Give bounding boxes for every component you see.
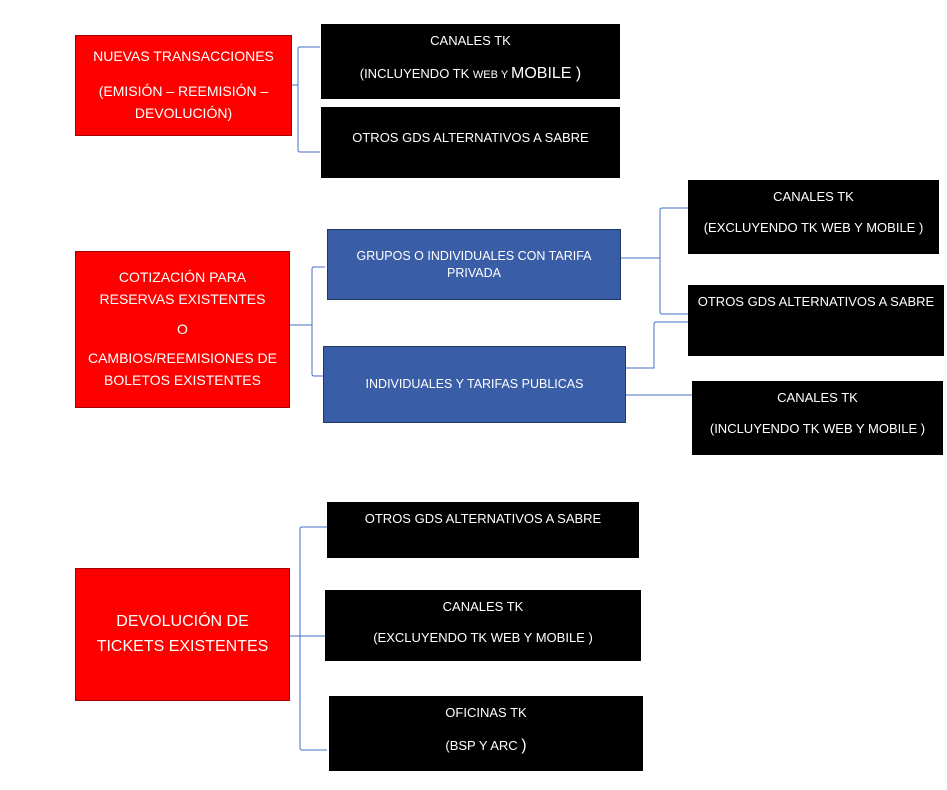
nuevas-line2: (EMISIÓN – REEMISIÓN – [98,83,269,100]
nuevas-line1: NUEVAS TRANSACCIONES [93,48,274,65]
canales-tk-incluyendo-box-2: CANALES TK (INCLUYENDO TK WEB Y MOBILE ) [692,381,943,455]
canales-sub: (INCLUYENDO TK WEB Y MOBILE ) [709,420,926,436]
connector-s3-bracket [299,526,327,751]
cotizacion-line5: BOLETOS EXISTENTES [104,372,261,389]
otros-gds-box-1: OTROS GDS ALTERNATIVOS A SABRE [321,107,620,178]
devolucion-line2: TICKETS EXISTENTES [96,637,269,655]
connector-s1-bracket [297,46,320,153]
nuevas-transacciones-box: NUEVAS TRANSACCIONES (EMISIÓN – REEMISIÓ… [75,35,292,136]
grupos-line2: PRIVADA [447,265,501,280]
canales-sub: (INCLUYENDO TK WEB Y MOBILE ) [359,64,582,82]
grupos-line1: GRUPOS O INDIVIDUALES CON TARIFA [356,248,592,263]
canales-title: CANALES TK [442,599,524,614]
connector-indiv-up [626,321,688,369]
canales-title: CANALES TK [773,189,854,204]
otros-gds-box-2: OTROS GDS ALTERNATIVOS A SABRE [688,285,944,356]
canales-tk-incluyendo-box-1: CANALES TK (INCLUYENDO TK WEB Y MOBILE ) [321,24,620,99]
canales-title: CANALES TK [777,390,858,405]
otros-gds-title: OTROS GDS ALTERNATIVOS A SABRE [364,511,602,526]
cotizacion-line3: O [177,320,188,337]
devolucion-box: DEVOLUCIÓN DE TICKETS EXISTENTES [75,568,290,701]
connector-s2-bracket [311,266,325,377]
canales-sub: (EXCLUYENDO TK WEB Y MOBILE ) [703,219,924,235]
canales-title: CANALES TK [430,33,511,48]
canales-tk-excluyendo-box-3: CANALES TK (EXCLUYENDO TK WEB Y MOBILE ) [325,590,641,661]
oficinas-sub: (BSP Y ARC ) [445,736,527,754]
individuales-tarifas-publicas-box: INDIVIDUALES Y TARIFAS PUBLICAS [323,346,626,423]
canales-sub: (EXCLUYENDO TK WEB Y MOBILE ) [373,629,593,645]
cotizacion-box: COTIZACIÓN PARA RESERVAS EXISTENTES O CA… [75,251,290,408]
cotizacion-line1: COTIZACIÓN PARA [118,269,247,286]
grupos-tarifa-privada-box: GRUPOS O INDIVIDUALES CON TARIFA PRIVADA [327,229,621,300]
cotizacion-line4: CAMBIOS/REEMISIONES DE [87,350,278,367]
otros-gds-title: OTROS GDS ALTERNATIVOS A SABRE [697,294,935,309]
canales-tk-excluyendo-box-2: CANALES TK (EXCLUYENDO TK WEB Y MOBILE ) [688,180,939,254]
otros-gds-box-3: OTROS GDS ALTERNATIVOS A SABRE [327,502,639,558]
cotizacion-line2: RESERVAS EXISTENTES [99,290,266,307]
nuevas-line3: DEVOLUCIÓN) [134,104,233,121]
otros-gds-title: OTROS GDS ALTERNATIVOS A SABRE [352,130,589,145]
devolucion-line1: DEVOLUCIÓN DE [116,612,249,630]
oficinas-tk-box: OFICINAS TK (BSP Y ARC ) [329,696,643,771]
oficinas-title: OFICINAS TK [445,705,527,720]
connector-grupos-bracket [659,207,688,315]
individuales-label: INDIVIDUALES Y TARIFAS PUBLICAS [365,377,584,392]
